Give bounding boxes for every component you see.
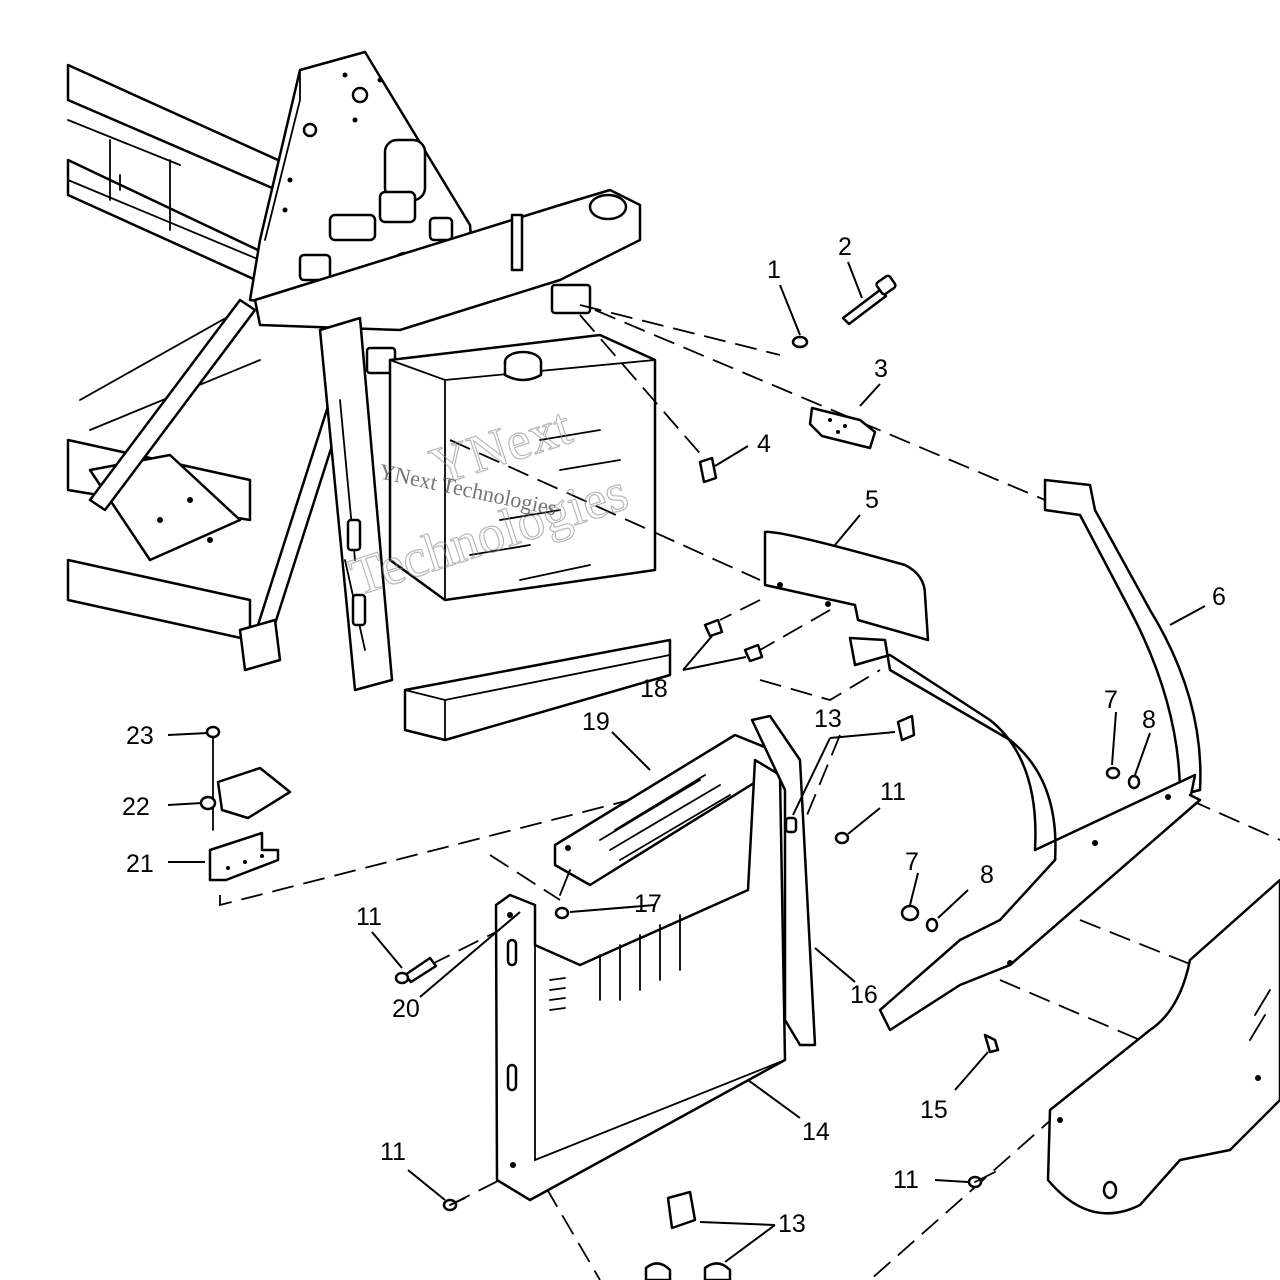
callout-18: 18 — [640, 675, 668, 703]
washer-8-lower — [925, 917, 939, 933]
callout-13-bottom: 13 — [778, 1210, 806, 1238]
callout-6: 6 — [1212, 583, 1226, 611]
chassis-frame — [66, 63, 347, 672]
callout-21: 21 — [126, 850, 154, 878]
rivet-18 — [703, 618, 764, 663]
bracket-21 — [208, 831, 280, 882]
nut-7-upper — [1105, 766, 1121, 780]
clamp-22 — [199, 766, 292, 820]
callout-labels: 1 2 3 4 5 6 18 19 13 7 8 23 22 21 11 7 8… — [122, 233, 1226, 1238]
callout-11-right: 11 — [880, 778, 906, 806]
leader-lines — [167, 261, 1206, 1263]
bolt-11-bottom — [442, 1197, 466, 1212]
bolt-23 — [205, 725, 221, 831]
callout-1: 1 — [767, 256, 781, 284]
callout-11-bottom: 11 — [380, 1138, 406, 1166]
screw-15 — [983, 1033, 1000, 1054]
callout-16: 16 — [850, 981, 878, 1009]
bracket-13-top — [896, 714, 916, 742]
bracket-13-bottom — [644, 1190, 732, 1280]
bumper-6 — [848, 478, 1202, 1032]
bolt-11-left — [394, 956, 438, 985]
callout-11-left: 11 — [356, 903, 382, 931]
callout-5: 5 — [865, 486, 879, 514]
callout-13-top: 13 — [814, 705, 842, 733]
callout-14: 14 — [802, 1118, 830, 1146]
block-3 — [808, 406, 877, 450]
callout-22: 22 — [122, 793, 150, 821]
nut-11-right — [834, 831, 850, 845]
callout-8-upper: 8 — [1142, 706, 1156, 734]
callout-8-lower: 8 — [980, 861, 994, 889]
nut-7-lower — [900, 904, 920, 922]
callout-11-lower-right: 11 — [893, 1166, 919, 1194]
callout-7-upper: 7 — [1104, 686, 1118, 714]
panel-16 — [750, 714, 817, 1047]
plate-5 — [763, 530, 930, 642]
callout-19: 19 — [582, 708, 610, 736]
grille-19 — [553, 733, 777, 896]
clip-4 — [698, 456, 718, 484]
bolt-2 — [841, 274, 897, 326]
callout-7-lower: 7 — [905, 848, 919, 876]
callout-3: 3 — [874, 355, 888, 383]
nut-17 — [554, 906, 570, 920]
tank-assembly — [388, 333, 672, 742]
callout-20: 20 — [392, 995, 420, 1023]
callout-23: 23 — [126, 722, 154, 750]
bolt-11-lower-right — [967, 1171, 996, 1189]
frame-post — [318, 316, 394, 692]
callout-15: 15 — [920, 1096, 948, 1124]
callout-17: 17 — [634, 890, 662, 918]
callout-2: 2 — [838, 233, 852, 261]
cover-14 — [494, 758, 787, 1202]
washer-8-upper — [1127, 774, 1141, 790]
fender-panel — [1046, 878, 1280, 1215]
callout-4: 4 — [757, 430, 771, 458]
upper-cross-arm — [253, 188, 642, 375]
washer-1 — [791, 335, 809, 349]
